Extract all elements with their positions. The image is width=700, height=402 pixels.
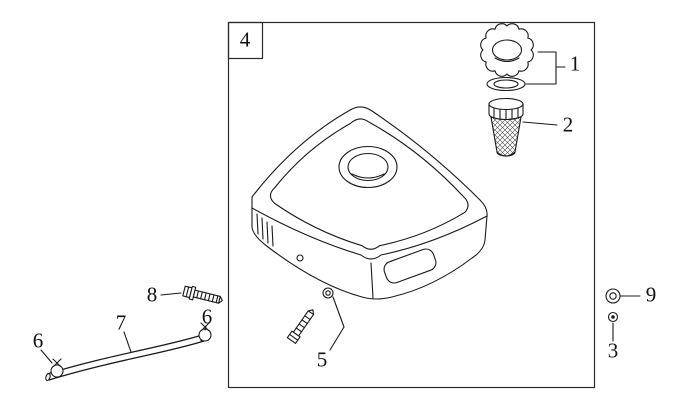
bolt-icon: [182, 285, 223, 304]
hose-clamp-left-icon: [50, 358, 64, 378]
grommet-icon: [607, 311, 619, 323]
callout-4-frame: 4: [239, 27, 251, 52]
callout-8: 8: [146, 282, 158, 307]
callout-2: 2: [562, 112, 574, 137]
filler-neck-icon: [338, 145, 398, 189]
callout-line-5: [329, 296, 345, 351]
callout-3: 3: [607, 338, 619, 363]
callout-line-8: [160, 292, 182, 296]
callout-line-2: [522, 121, 558, 126]
callout-line-6-left: [40, 349, 53, 364]
tank-recess-icon: [383, 248, 437, 284]
diagram-frame: [227, 21, 596, 389]
callout-line-7: [123, 331, 132, 353]
callout-5: 5: [316, 347, 328, 372]
callout-1: 1: [569, 51, 581, 76]
fuel-cap-icon: [480, 23, 534, 92]
fuel-tank-icon: [251, 106, 488, 300]
callout-7: 7: [115, 310, 127, 335]
cap-washer-icon: [486, 76, 526, 92]
callout-9: 9: [645, 282, 657, 307]
callout-line-1: [525, 51, 566, 85]
seal-ring-icon: [605, 288, 621, 304]
callout-6-left: 6: [32, 328, 44, 353]
fuel-filter-icon: [488, 97, 524, 157]
fuel-valve-icon: [286, 287, 334, 344]
callout-line-6-upper: [204, 325, 207, 331]
drain-hole-icon: [296, 254, 304, 262]
fuel-hose-icon: [45, 333, 206, 382]
callout-6-upper: 6: [201, 304, 213, 329]
